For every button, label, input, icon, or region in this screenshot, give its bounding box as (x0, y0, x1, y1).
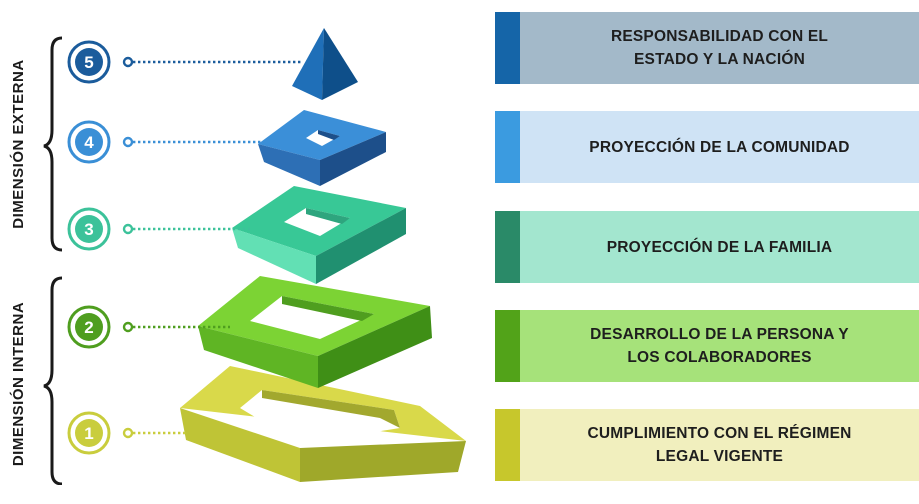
pyramid-level-5 (292, 28, 358, 100)
level-3-badge-fill (75, 215, 103, 243)
level-3-number: 3 (84, 220, 93, 239)
brace-internal (43, 276, 63, 485)
level-2-number: 2 (84, 318, 93, 337)
level-4-number: 4 (84, 133, 94, 152)
level-3-label: PROYECCIÓN DE LA FAMILIA (520, 236, 919, 259)
level-2-label-line1: DESARROLLO DE LA PERSONA Y (590, 326, 849, 343)
level-2-accent (495, 310, 520, 382)
level-2-label: DESARROLLO DE LA PERSONA Y LOS COLABORAD… (520, 323, 919, 369)
level-4-box: PROYECCIÓN DE LA COMUNIDAD (495, 111, 919, 183)
level-1-number: 1 (84, 424, 93, 443)
pyramid-level-3 (232, 186, 406, 284)
brace-external (43, 36, 63, 252)
level-5-badge: 5 (67, 40, 111, 84)
level-4-badge-fill (75, 128, 103, 156)
level-4-badge: 4 (67, 120, 111, 164)
level-4-accent (495, 111, 520, 183)
pyramid-diagram: 5 4 3 2 1 (43, 28, 466, 485)
level-5-label-line1: RESPONSABILIDAD CON EL (610, 28, 829, 45)
level-1-label-line1: CUMPLIMIENTO CON EL RÉGIMEN (587, 425, 852, 442)
level-5-badge-fill (75, 48, 103, 76)
level-1-badge-fill (75, 419, 103, 447)
level-3-accent (495, 211, 520, 283)
level-1-accent (495, 409, 520, 481)
level-5-number: 5 (84, 53, 93, 72)
pyramid-level-4 (258, 110, 386, 186)
level-2-box: DESARROLLO DE LA PERSONA Y LOS COLABORAD… (495, 310, 919, 382)
level-4-label-line1: PROYECCIÓN DE LA COMUNIDAD (589, 138, 850, 156)
level-2-badge-fill (75, 313, 103, 341)
connector-lines (133, 60, 302, 435)
level-1-label: CUMPLIMIENTO CON EL RÉGIMEN LEGAL VIGENT… (520, 422, 919, 468)
level-3-label-line1: PROYECCIÓN DE LA FAMILIA (606, 238, 833, 256)
pyramid-level-2 (198, 276, 432, 388)
level-5-accent (495, 12, 520, 84)
level-5-label: RESPONSABILIDAD CON EL ESTADO Y LA NACIÓ… (520, 25, 919, 71)
level-5-label-line2: ESTADO Y LA NACIÓN (634, 51, 805, 68)
level-4-label: PROYECCIÓN DE LA COMUNIDAD (520, 136, 919, 159)
level-2-badge: 2 (67, 305, 111, 349)
level-5-box: RESPONSABILIDAD CON EL ESTADO Y LA NACIÓ… (495, 12, 919, 84)
level-3-box: PROYECCIÓN DE LA FAMILIA (495, 211, 919, 283)
level-1-badge: 1 (67, 411, 111, 455)
level-1-label-line2: LEGAL VIGENTE (655, 448, 784, 465)
level-1-box: CUMPLIMIENTO CON EL RÉGIMEN LEGAL VIGENT… (495, 409, 919, 481)
connector-dots (122, 56, 134, 439)
level-2-label-line2: LOS COLABORADORES (627, 349, 812, 366)
level-3-badge: 3 (67, 207, 111, 251)
pyramid-level-1 (180, 366, 466, 482)
